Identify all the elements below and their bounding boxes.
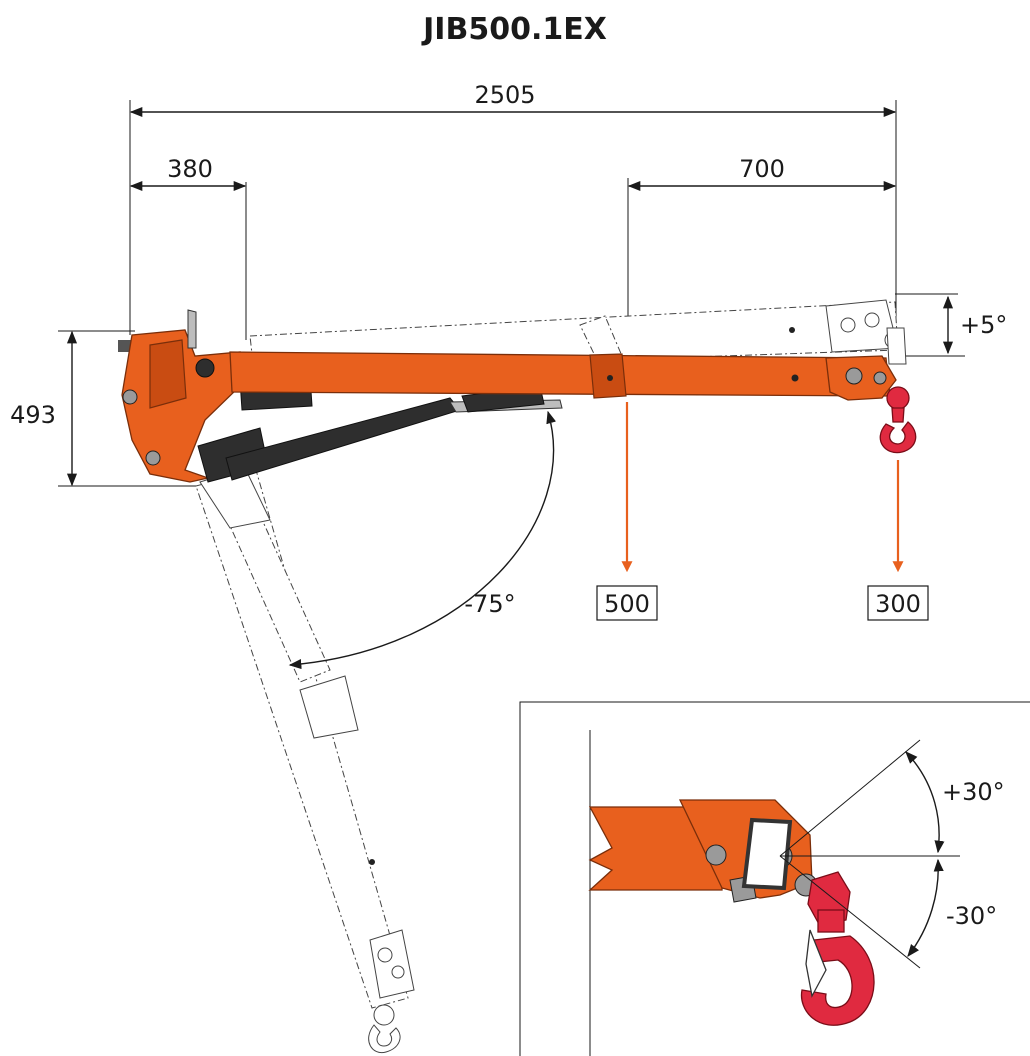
load-box-extended xyxy=(867,585,929,621)
ghost-boom-lowered xyxy=(195,461,415,1054)
dim-height: 493 xyxy=(10,401,56,429)
dim-overall-length: 2505 xyxy=(474,81,535,109)
load-extended: 300 xyxy=(875,590,921,618)
angle-hook-up: +30° xyxy=(942,778,1005,806)
angle-boom-up: +5° xyxy=(960,311,1007,339)
dimension-lines xyxy=(58,100,965,487)
load-retracted: 500 xyxy=(604,590,650,618)
dim-tip-extension: 700 xyxy=(739,155,785,183)
angle-arc-lowered xyxy=(288,410,557,670)
load-box-retracted xyxy=(596,585,658,621)
diagram-title: JIB500.1EX xyxy=(421,12,607,47)
angle-boom-down: -75° xyxy=(464,590,515,618)
angle-hook-down: -30° xyxy=(946,902,997,930)
crane-hook xyxy=(879,327,917,454)
detail-inset xyxy=(519,701,1030,1056)
dim-base-offset: 380 xyxy=(167,155,213,183)
crane-boom xyxy=(229,351,897,401)
